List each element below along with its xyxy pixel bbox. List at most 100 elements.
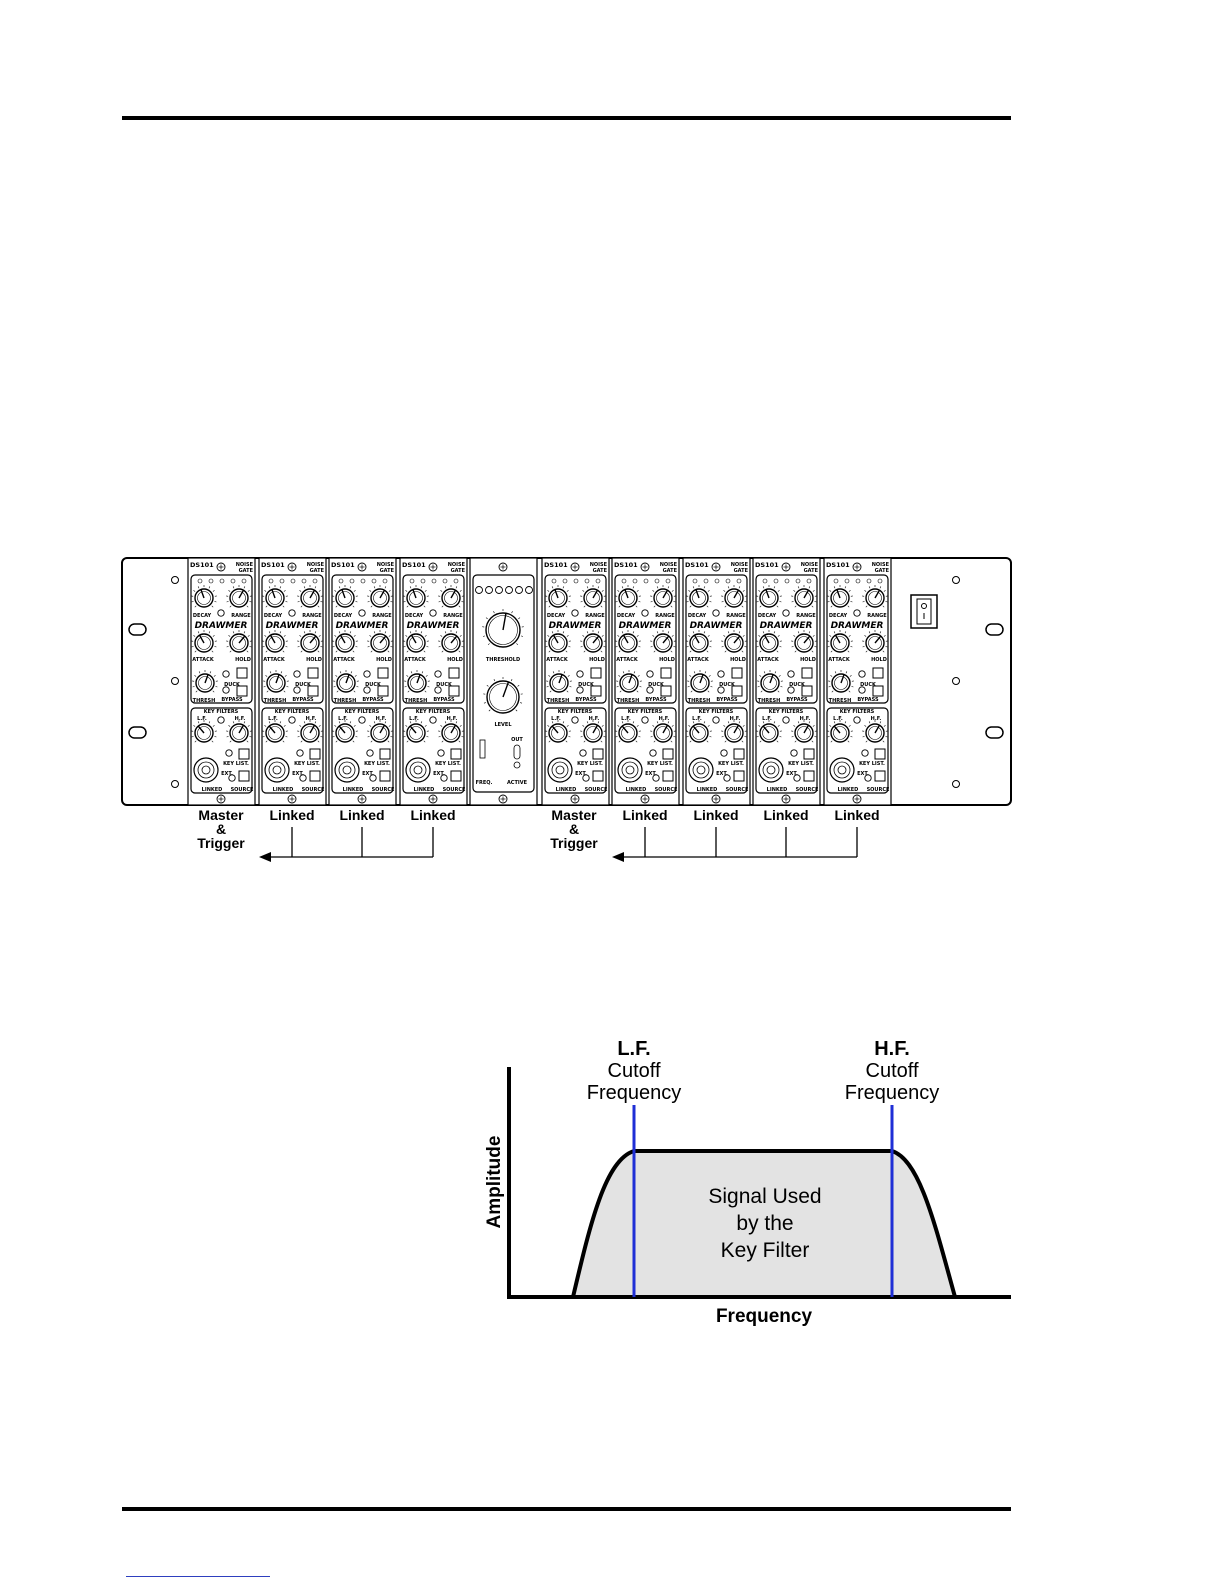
duck-button [236,667,248,679]
knob [615,630,641,653]
meter-led [855,578,861,584]
knob [791,720,817,743]
key-listen-button [450,748,462,760]
led [782,716,790,724]
brand-logo: DRAWMER [336,621,389,631]
decay-label: DECAY [405,613,424,619]
key-filter-section [261,707,324,794]
knob [438,585,464,608]
screw [640,562,650,572]
duck-label: DUCK [719,682,736,688]
duck-label: DUCK [860,682,877,688]
lf-knob-label: L.F. [833,716,843,722]
range-label: RANGE [655,613,675,619]
bypass-label: BYPASS [221,697,243,703]
meter-led [584,578,590,584]
bypass-button [377,685,389,697]
jack-ring [692,761,710,779]
knob [615,720,641,743]
knob [482,609,524,648]
attack-label: ATTACK [616,657,639,663]
led [576,670,584,678]
source-button [733,770,745,782]
hf-knob-label: H.F. [800,716,811,722]
key-input-jack [829,757,855,783]
jack-core [272,765,282,775]
knob [828,670,854,693]
hold-label: HOLD [306,657,322,663]
knob [226,720,252,743]
knob [297,720,323,743]
led [225,749,233,757]
led [228,774,236,782]
meter-led [866,578,872,584]
led [579,749,587,757]
key-listen-button [733,748,745,760]
x-axis-label: Frequency [716,1306,813,1327]
power-switch[interactable] [910,594,938,629]
source-label: SOURCE [867,787,890,793]
knob [191,720,217,743]
duck-label: DUCK [648,682,665,688]
knob [367,585,393,608]
linked-label: LINKED [838,787,859,793]
filter-band [570,1149,958,1299]
jack-core [413,765,423,775]
center-section [472,574,535,793]
led [429,716,437,724]
meter-led [230,578,236,584]
key-listen-label: KEY LIST. [788,761,814,767]
meter-led [382,578,388,584]
screw [498,562,508,572]
module-name: DS101 [402,561,426,569]
attack-label: ATTACK [192,657,215,663]
knob [756,585,782,608]
module-type: GATE [380,568,395,574]
source-label: SOURCE [726,787,749,793]
jack-ring [833,761,851,779]
screw [428,794,438,804]
knob [827,720,853,743]
key-filters-label: KEY FILTERS [558,709,593,715]
jack-ring [338,761,356,779]
hold-label: HOLD [589,657,605,663]
knob [721,585,747,608]
module-type: NOISE [307,562,325,568]
decay-label: DECAY [547,613,566,619]
slot-label-7: Linked [622,807,667,823]
jack-ring [762,761,780,779]
meter-led [505,586,513,594]
knob [545,630,571,653]
knob [862,585,888,608]
led [288,716,296,724]
module-type: NOISE [448,562,466,568]
key-listen-label: KEY LIST. [294,761,320,767]
led [582,774,590,782]
knob [756,720,782,743]
decay-label: DECAY [264,613,283,619]
gate-section [544,574,607,704]
meter-led [877,578,883,584]
led [222,670,230,678]
knob [191,630,217,653]
duck-button [377,667,389,679]
knob [721,630,747,653]
slot-label-1: & [216,821,226,837]
meter-led [219,578,225,584]
knob [650,585,676,608]
source-label: SOURCE [231,787,254,793]
gate-section [331,574,394,704]
bypass-button [590,685,602,697]
knob [546,670,572,693]
meter-led [208,578,214,584]
led [299,774,307,782]
linked-label: LINKED [556,787,577,793]
gate-section [614,574,677,704]
key-filter-section [685,707,748,794]
rack-ear-left [128,576,179,788]
link-arrowhead [612,852,624,862]
